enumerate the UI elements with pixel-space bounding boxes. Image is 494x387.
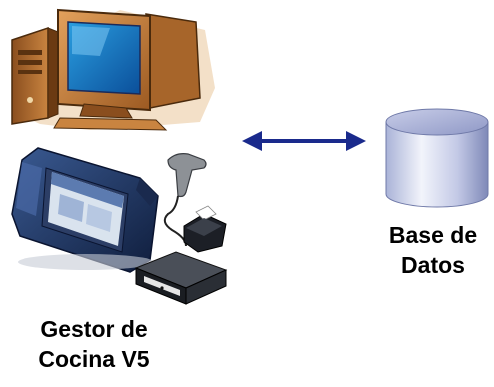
client-caption-line1: Gestor de [40,316,148,342]
database-cylinder-icon [385,108,489,208]
database-caption: Base de Datos [378,220,488,280]
pos-terminal-icon [11,147,159,273]
database-caption-line1: Base de [388,222,478,248]
double-arrow-icon [242,131,366,151]
barcode-scanner-icon [163,153,207,247]
database-caption-line2: Datos [401,252,465,278]
client-caption-line2: Cocina V5 [38,346,150,372]
cash-drawer-icon [134,251,228,305]
receipt-printer-icon [183,205,227,253]
desktop-computer-icon [11,8,215,131]
client-caption: Gestor de Cocina V5 [14,314,174,374]
